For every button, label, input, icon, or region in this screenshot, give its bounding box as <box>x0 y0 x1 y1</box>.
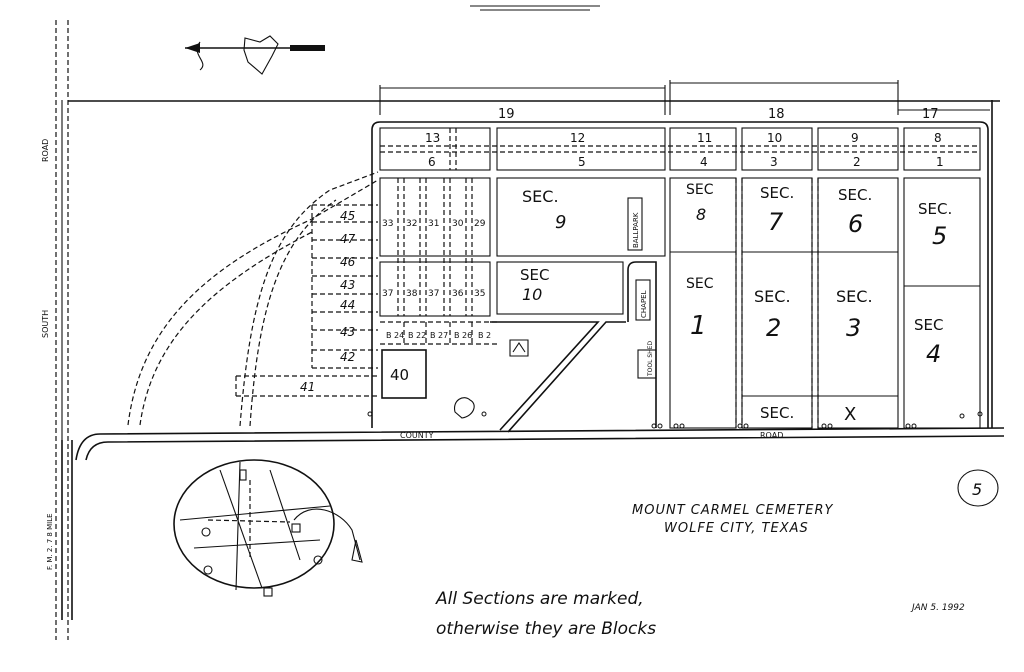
fm-road-label: F. M. 2. 7 8 MILE <box>46 513 54 570</box>
b-row-blocks <box>380 321 500 345</box>
corner-posts <box>367 411 983 429</box>
diagonal-road-edge <box>507 321 626 433</box>
locator-inset-map <box>173 459 363 597</box>
block-33-label: 33 <box>382 219 393 229</box>
section-2-label: SEC. <box>754 287 791 306</box>
block-3-label: 3 <box>770 155 778 169</box>
section-8-number: 8 <box>696 205 706 224</box>
block-37b-label: 37 <box>428 289 439 299</box>
block-30-label: 30 <box>452 219 464 229</box>
section-x-mark: X <box>844 404 856 425</box>
strip-19-label: 19 <box>498 107 515 122</box>
block-1-label: 1 <box>936 155 944 169</box>
east-sections <box>669 177 981 429</box>
block-2-label: 2 <box>853 155 861 169</box>
block-8-label: 8 <box>934 131 942 145</box>
section-9 <box>496 177 666 257</box>
block-35-label: 35 <box>474 289 485 299</box>
section-3-number: 3 <box>846 314 861 342</box>
section-9-label: SEC. <box>522 187 559 206</box>
block-40-label: 40 <box>390 366 409 384</box>
tool-shed-label: TOOL SHED <box>647 341 654 377</box>
block-43b-label: 43 <box>340 325 355 339</box>
block-12-label: 12 <box>570 131 585 145</box>
block-10-label: 10 <box>767 131 782 145</box>
block-40 <box>381 349 427 399</box>
section-2-number: 2 <box>766 314 781 342</box>
top-blocks <box>379 127 981 171</box>
left-road-label-2: SOUTH <box>41 310 50 338</box>
block-31-label: 31 <box>428 219 439 229</box>
west-block-grid <box>379 177 491 317</box>
block-41-label: 41 <box>300 380 315 394</box>
section-1-label: SEC <box>686 276 714 292</box>
section-9-number: 9 <box>555 212 566 233</box>
block-42-label: 42 <box>340 350 355 364</box>
block-38-label: 38 <box>406 289 418 299</box>
section-5-number: 5 <box>932 222 947 250</box>
monument-icon <box>509 339 529 357</box>
ballpark-label: BALLPARK <box>632 212 640 248</box>
block-4-label: 4 <box>700 155 708 169</box>
section-x-label: SEC. <box>760 404 794 422</box>
map-date: JAN 5. 1992 <box>910 603 965 613</box>
block-46-label: 46 <box>340 255 356 269</box>
county-road-south-edge <box>85 435 1005 461</box>
left-dashed-blocks <box>127 171 379 427</box>
block-b2-label: B 2 <box>478 331 491 340</box>
section-4-number: 4 <box>926 340 941 368</box>
block-b24-label: B 24 <box>386 331 404 340</box>
block-32-label: 32 <box>406 219 417 229</box>
county-road-label-1: COUNTY <box>400 431 434 440</box>
chapel-building <box>635 279 651 321</box>
block-45-label: 45 <box>340 209 355 223</box>
page-number-circle <box>957 469 999 507</box>
block-9-label: 9 <box>851 131 859 145</box>
strip-17-label: 17 <box>922 107 939 122</box>
section-10-number: 10 <box>522 285 542 304</box>
block-b27-label: B 27 <box>430 331 448 340</box>
tree-icon <box>453 397 475 419</box>
block-44-label: 44 <box>340 298 355 312</box>
block-13-label: 13 <box>425 131 440 145</box>
cemetery-boundary <box>371 121 989 428</box>
section-7-label: SEC. <box>760 184 794 202</box>
map-title: MOUNT CARMEL CEMETERY <box>632 503 833 518</box>
left-road-label: ROAD <box>41 139 50 162</box>
county-road-north-edge <box>75 427 1005 461</box>
section-10 <box>496 261 624 315</box>
section-7-number: 7 <box>768 208 784 236</box>
block-b22-label: B 22 <box>408 331 426 340</box>
section-6-label: SEC. <box>838 186 872 204</box>
ballpark-building <box>627 197 643 251</box>
section-1-number: 1 <box>690 311 707 341</box>
note-line-2: otherwise they are Blocks <box>436 619 656 639</box>
diagonal-road <box>490 321 600 431</box>
map-subtitle: WOLFE CITY, TEXAS <box>664 521 809 536</box>
block-29-label: 29 <box>474 219 486 229</box>
block-43a-label: 43 <box>340 278 355 292</box>
section-8-label: SEC <box>686 182 714 198</box>
inner-road <box>627 261 657 428</box>
chapel-label: CHAPEL <box>640 290 648 318</box>
note-line-1: All Sections are marked, <box>435 589 644 609</box>
section-3-label: SEC. <box>836 287 873 306</box>
block-6-label: 6 <box>428 155 436 169</box>
county-road-label-2: ROAD <box>760 431 783 440</box>
block-11-label: 11 <box>697 131 712 145</box>
block-5-label: 5 <box>578 155 586 169</box>
page-number: 5 <box>972 480 982 499</box>
block-47-label: 47 <box>340 232 356 246</box>
section-6-number: 6 <box>848 210 863 238</box>
block-b26-label: B 26 <box>454 331 472 340</box>
section-10-label: SEC <box>520 266 549 284</box>
section-4-label: SEC <box>914 316 943 334</box>
section-5-label: SEC. <box>918 200 952 218</box>
north-arrow-icon <box>185 35 325 75</box>
block-36-label: 36 <box>452 289 464 299</box>
block-37a-label: 37 <box>382 289 393 299</box>
strip-18-label: 18 <box>768 107 785 122</box>
